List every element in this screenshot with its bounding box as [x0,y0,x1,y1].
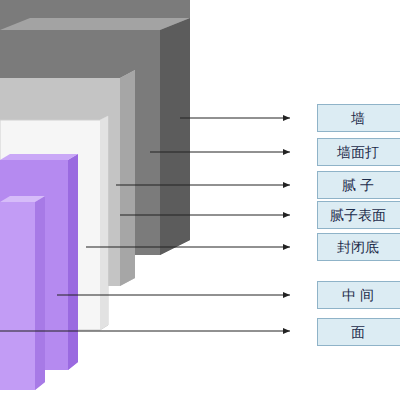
wall-top [0,18,190,30]
wall-side [160,18,190,255]
leader-arrow [0,331,290,332]
label-box: 墙面打 [317,138,400,166]
leader-arrow [150,152,290,153]
leader-arrow [116,185,290,186]
layer-name: 墙 [318,105,400,131]
putty-side [100,116,108,330]
label-box: 中 间 [317,281,400,309]
finish-side [35,196,45,390]
layer-name: 中 间 [318,282,400,308]
layer-name: 腻子表面 [318,202,400,228]
label-box: 面 [317,318,400,346]
layer-name: 面 [318,319,400,345]
layer-name: 腻 子 [318,172,400,198]
finish-top [0,196,45,202]
sanding-side [120,70,135,286]
primer-side [68,154,78,370]
finish-layer [0,196,45,390]
label-box: 腻 子 [317,171,400,199]
layer-name: 封闭底 [318,234,400,260]
layer-name: 墙面打 [318,139,400,165]
label-box: 腻子表面 [317,201,400,229]
label-box: 封闭底 [317,233,400,261]
leader-arrow [86,247,290,248]
label-box: 墙 [317,104,400,132]
leader-arrow [57,295,290,296]
leader-arrow [180,118,290,119]
primer-top [0,154,78,160]
leader-lines [0,118,290,331]
leader-arrow [120,215,290,216]
